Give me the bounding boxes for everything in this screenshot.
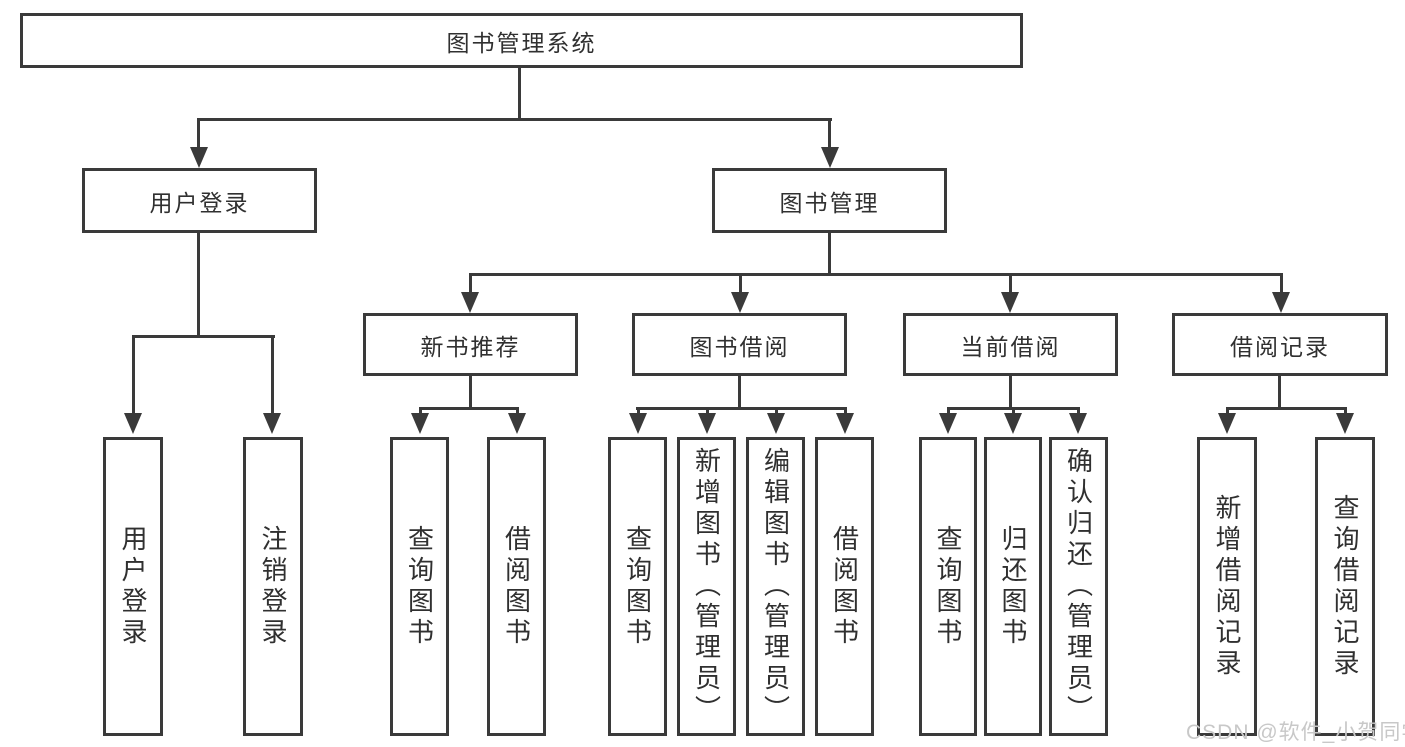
arrowhead-down-icon	[1272, 292, 1290, 313]
node-label: 借阅图书	[829, 524, 860, 649]
node-book-borrow: 图书借阅	[632, 313, 847, 376]
arrowhead-down-icon	[1001, 292, 1019, 313]
arrowhead-down-icon	[836, 413, 854, 434]
arrowhead-down-icon	[698, 413, 716, 434]
arrowhead-down-icon	[1004, 413, 1022, 434]
arrowhead-down-icon	[821, 147, 839, 168]
node-label: 用户登录	[149, 189, 250, 216]
connector-line	[947, 407, 950, 416]
connector-line	[419, 407, 519, 410]
node-user-login: 用户登录	[82, 168, 317, 233]
connector-line	[637, 407, 640, 416]
connector-line	[1012, 407, 1015, 416]
node-current-query-books: 查询图书	[919, 437, 977, 736]
node-book-management-system: 图书管理系统	[20, 13, 1023, 68]
connector-line	[419, 407, 422, 416]
node-label: 图书管理	[779, 189, 880, 216]
node-borrow-query-books: 查询图书	[608, 437, 667, 736]
node-label: 用户登录	[118, 524, 148, 649]
arrowhead-down-icon	[1069, 413, 1087, 434]
connector-line	[738, 374, 741, 409]
connector-line	[1344, 407, 1347, 416]
connector-line	[1278, 374, 1281, 409]
arrowhead-down-icon	[1336, 413, 1354, 434]
node-label: 当前借阅	[960, 333, 1061, 360]
connector-line	[828, 231, 831, 275]
node-query-borrow-record: 查询借阅记录	[1315, 437, 1375, 736]
arrowhead-down-icon	[508, 413, 526, 434]
connector-line	[1226, 407, 1229, 416]
connector-line	[1280, 273, 1283, 296]
node-label: 借阅图书	[501, 524, 532, 649]
node-logout: 注销登录	[243, 437, 303, 736]
node-book-management: 图书管理	[712, 168, 947, 233]
node-recommend-query-books: 查询图书	[390, 437, 449, 736]
connector-line	[775, 407, 778, 416]
connector-line	[469, 273, 1283, 276]
arrowhead-down-icon	[411, 413, 429, 434]
node-new-book-recommend: 新书推荐	[363, 313, 578, 376]
arrowhead-down-icon	[767, 413, 785, 434]
node-borrow-records: 借阅记录	[1172, 313, 1388, 376]
connector-line	[132, 335, 275, 338]
node-confirm-return-admin: 确认归还（管理员）	[1049, 437, 1108, 736]
connector-line	[828, 118, 831, 151]
arrowhead-down-icon	[124, 413, 142, 434]
arrowhead-down-icon	[939, 413, 957, 434]
node-label: 查询图书	[622, 524, 653, 649]
node-label: 归还图书	[998, 524, 1028, 649]
connector-line	[1009, 374, 1012, 409]
arrowhead-down-icon	[731, 292, 749, 313]
connector-line	[132, 335, 135, 416]
node-label: 图书管理系统	[446, 29, 597, 56]
connector-line	[516, 407, 519, 416]
node-label: 编辑图书（管理员）	[760, 447, 791, 726]
arrowhead-down-icon	[629, 413, 647, 434]
node-return-books: 归还图书	[984, 437, 1042, 736]
node-add-borrow-record: 新增借阅记录	[1197, 437, 1257, 736]
node-label: 新书推荐	[420, 333, 521, 360]
connector-line	[636, 407, 846, 410]
connector-line	[518, 66, 521, 118]
connector-line	[197, 118, 832, 121]
node-label: 确认归还（管理员）	[1063, 447, 1094, 726]
node-edit-book-admin: 编辑图书（管理员）	[746, 437, 805, 736]
node-current-borrow: 当前借阅	[903, 313, 1118, 376]
connector-line	[1009, 273, 1012, 296]
node-label: 新增借阅记录	[1212, 493, 1242, 680]
arrowhead-down-icon	[461, 292, 479, 313]
node-label: 图书借阅	[689, 333, 790, 360]
node-label: 借阅记录	[1230, 333, 1330, 360]
arrowhead-down-icon	[1218, 413, 1236, 434]
csdn-watermark: CSDN @软件_小贺同学	[1186, 721, 1405, 744]
connector-line	[739, 273, 742, 296]
arrowhead-down-icon	[263, 413, 281, 434]
connector-line	[1226, 407, 1346, 410]
connector-line	[469, 273, 472, 296]
node-borrow-borrow-books: 借阅图书	[815, 437, 874, 736]
connector-line	[469, 374, 472, 409]
connector-line	[1077, 407, 1080, 416]
node-label: 查询图书	[933, 524, 963, 649]
node-label: 查询图书	[404, 524, 435, 649]
connector-line	[197, 118, 200, 151]
connector-line	[844, 407, 847, 416]
node-user-login-action: 用户登录	[103, 437, 163, 736]
arrowhead-down-icon	[190, 147, 208, 168]
node-label: 注销登录	[258, 524, 288, 649]
node-label: 查询借阅记录	[1330, 493, 1360, 680]
node-recommend-borrow-books: 借阅图书	[487, 437, 546, 736]
node-label: 新增图书（管理员）	[691, 447, 722, 726]
connector-line	[271, 335, 274, 416]
connector-line	[706, 407, 709, 416]
node-add-book-admin: 新增图书（管理员）	[677, 437, 736, 736]
connector-line	[197, 231, 200, 337]
